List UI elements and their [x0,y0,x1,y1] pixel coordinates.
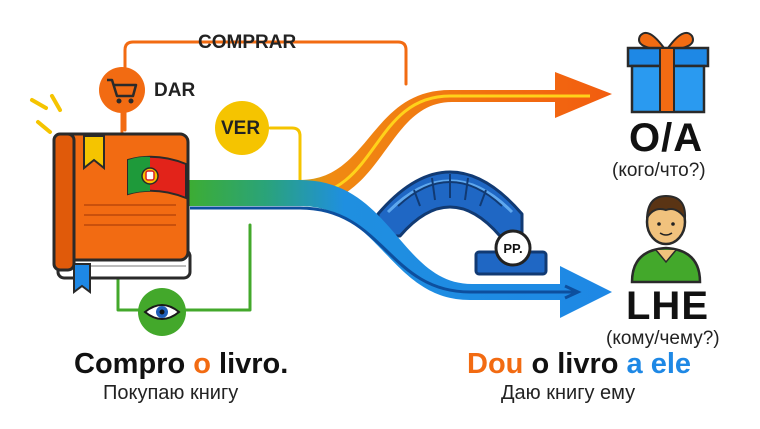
example-indirect-mid: o livro [531,348,619,380]
example-direct-pronoun: o [193,348,211,380]
direct-object-question: (кого/что?) [612,160,706,181]
verb-comprar: COMPRAR [198,32,297,53]
verb-dar: DAR [154,80,196,101]
pp-badge: PP. [494,229,532,267]
bridge-icon [376,170,548,276]
example-indirect-verb: Dou [467,348,524,380]
ver-badge[interactable] [215,101,269,155]
direct-object-pronoun: O/A [629,116,704,160]
example-direct-sentence: Compro o livro. [74,348,288,381]
indirect-object-pronoun: LHE [626,284,709,328]
verb-ver: VER [221,118,261,139]
portugal-flag-icon [127,155,187,200]
pp-badge-text: PP. [503,241,522,256]
indirect-object-question: (кому/чему?) [606,328,720,349]
example-direct-translation: Покупаю книгу [103,382,239,404]
shopping-cart-icon[interactable] [99,67,145,113]
person-icon [630,194,702,284]
gift-box-icon [626,32,710,114]
example-indirect-pronoun: a ele [626,348,692,380]
example-direct-verb: Compro [74,348,186,380]
example-indirect-translation: Даю книгу ему [501,382,636,404]
eye-icon[interactable] [138,288,186,336]
blue-arrow [180,180,612,318]
example-indirect-sentence: Dou o livro a ele [467,348,691,381]
example-direct-rest: livro. [219,348,289,380]
book-icon [30,94,192,294]
